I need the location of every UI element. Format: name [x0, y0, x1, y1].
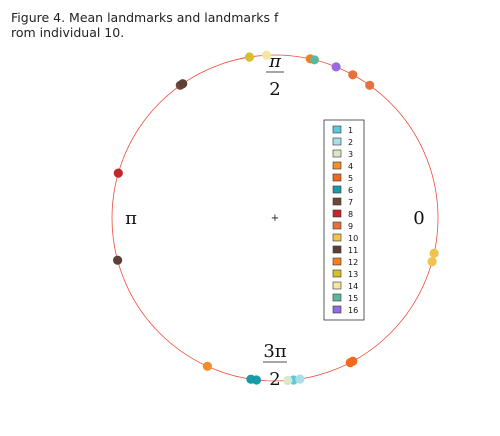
- center-marker: +: [271, 213, 279, 224]
- legend-label-15: 15: [348, 294, 358, 303]
- legend-swatch-14: [332, 281, 342, 290]
- landmark-point-11: [113, 255, 123, 265]
- legend-swatch-10: [332, 233, 342, 242]
- legend-swatch-8: [332, 209, 342, 218]
- figure-caption: Figure 4. Mean landmarks and landmarks f…: [11, 10, 311, 40]
- legend-swatch-1: [332, 125, 342, 134]
- legend-box: [323, 119, 365, 321]
- landmark-point-3: [283, 375, 293, 386]
- legend-swatch-4: [332, 161, 342, 170]
- legend-label-5: 5: [348, 174, 353, 183]
- legend-label-2: 2: [348, 138, 353, 147]
- legend-swatch-12: [332, 257, 342, 266]
- landmark-point-10: [429, 248, 439, 258]
- legend-label-14: 14: [348, 282, 358, 291]
- angle-label-pi: π: [125, 208, 137, 229]
- landmark-point-9: [365, 80, 375, 90]
- legend-label-6: 6: [348, 186, 353, 195]
- legend-swatch-7: [332, 197, 342, 206]
- legend-label-12: 12: [348, 258, 358, 267]
- caption-line-1: Figure 4. Mean landmarks and landmarks f: [11, 10, 279, 25]
- legend-label-3: 3: [348, 150, 353, 159]
- legend-swatch-2: [332, 137, 342, 146]
- legend-label-7: 7: [348, 198, 353, 207]
- legend-label-13: 13: [348, 270, 358, 279]
- landmark-point-15: [309, 55, 319, 65]
- legend-label-4: 4: [348, 162, 353, 171]
- landmark-point-13: [244, 52, 255, 62]
- landmark-point-2: [295, 374, 305, 384]
- legend-swatch-16: [332, 305, 342, 314]
- unit-circle: [111, 54, 439, 382]
- angle-label-three-pi-half-denominator: 2: [269, 369, 280, 390]
- landmark-point-14: [261, 50, 272, 60]
- landmark-point-16: [331, 62, 341, 72]
- angle-label-pi-half-numerator: π: [268, 51, 282, 72]
- legend-swatch-11: [332, 245, 342, 254]
- legend-swatch-6: [332, 185, 342, 194]
- legend-swatch-13: [332, 269, 342, 278]
- legend-swatch-15: [332, 293, 342, 302]
- landmark-point-5: [348, 356, 358, 366]
- landmark-point-8: [113, 168, 123, 178]
- legend-label-16: 16: [348, 306, 358, 315]
- landmark-points: [113, 50, 439, 386]
- angle-label-zero: 0: [413, 208, 424, 229]
- landmark-point-6: [251, 375, 262, 385]
- legend-label-11: 11: [348, 246, 358, 255]
- landmark-point-4: [202, 361, 212, 371]
- legend-label-1: 1: [348, 126, 353, 135]
- landmark-point-11: [178, 79, 188, 89]
- angle-label-pi-half-denominator: 2: [269, 79, 280, 100]
- legend-label-8: 8: [348, 210, 353, 219]
- landmark-point-10: [427, 257, 437, 267]
- legend-swatch-9: [332, 221, 342, 230]
- angle-label-three-pi-half-numerator: 3π: [263, 341, 286, 362]
- landmark-point-9: [348, 70, 358, 80]
- legend-swatch-5: [332, 173, 342, 182]
- legend-label-9: 9: [348, 222, 353, 231]
- caption-line-2: rom individual 10.: [11, 25, 125, 40]
- legend-swatch-3: [332, 149, 342, 158]
- legend-label-10: 10: [348, 234, 358, 243]
